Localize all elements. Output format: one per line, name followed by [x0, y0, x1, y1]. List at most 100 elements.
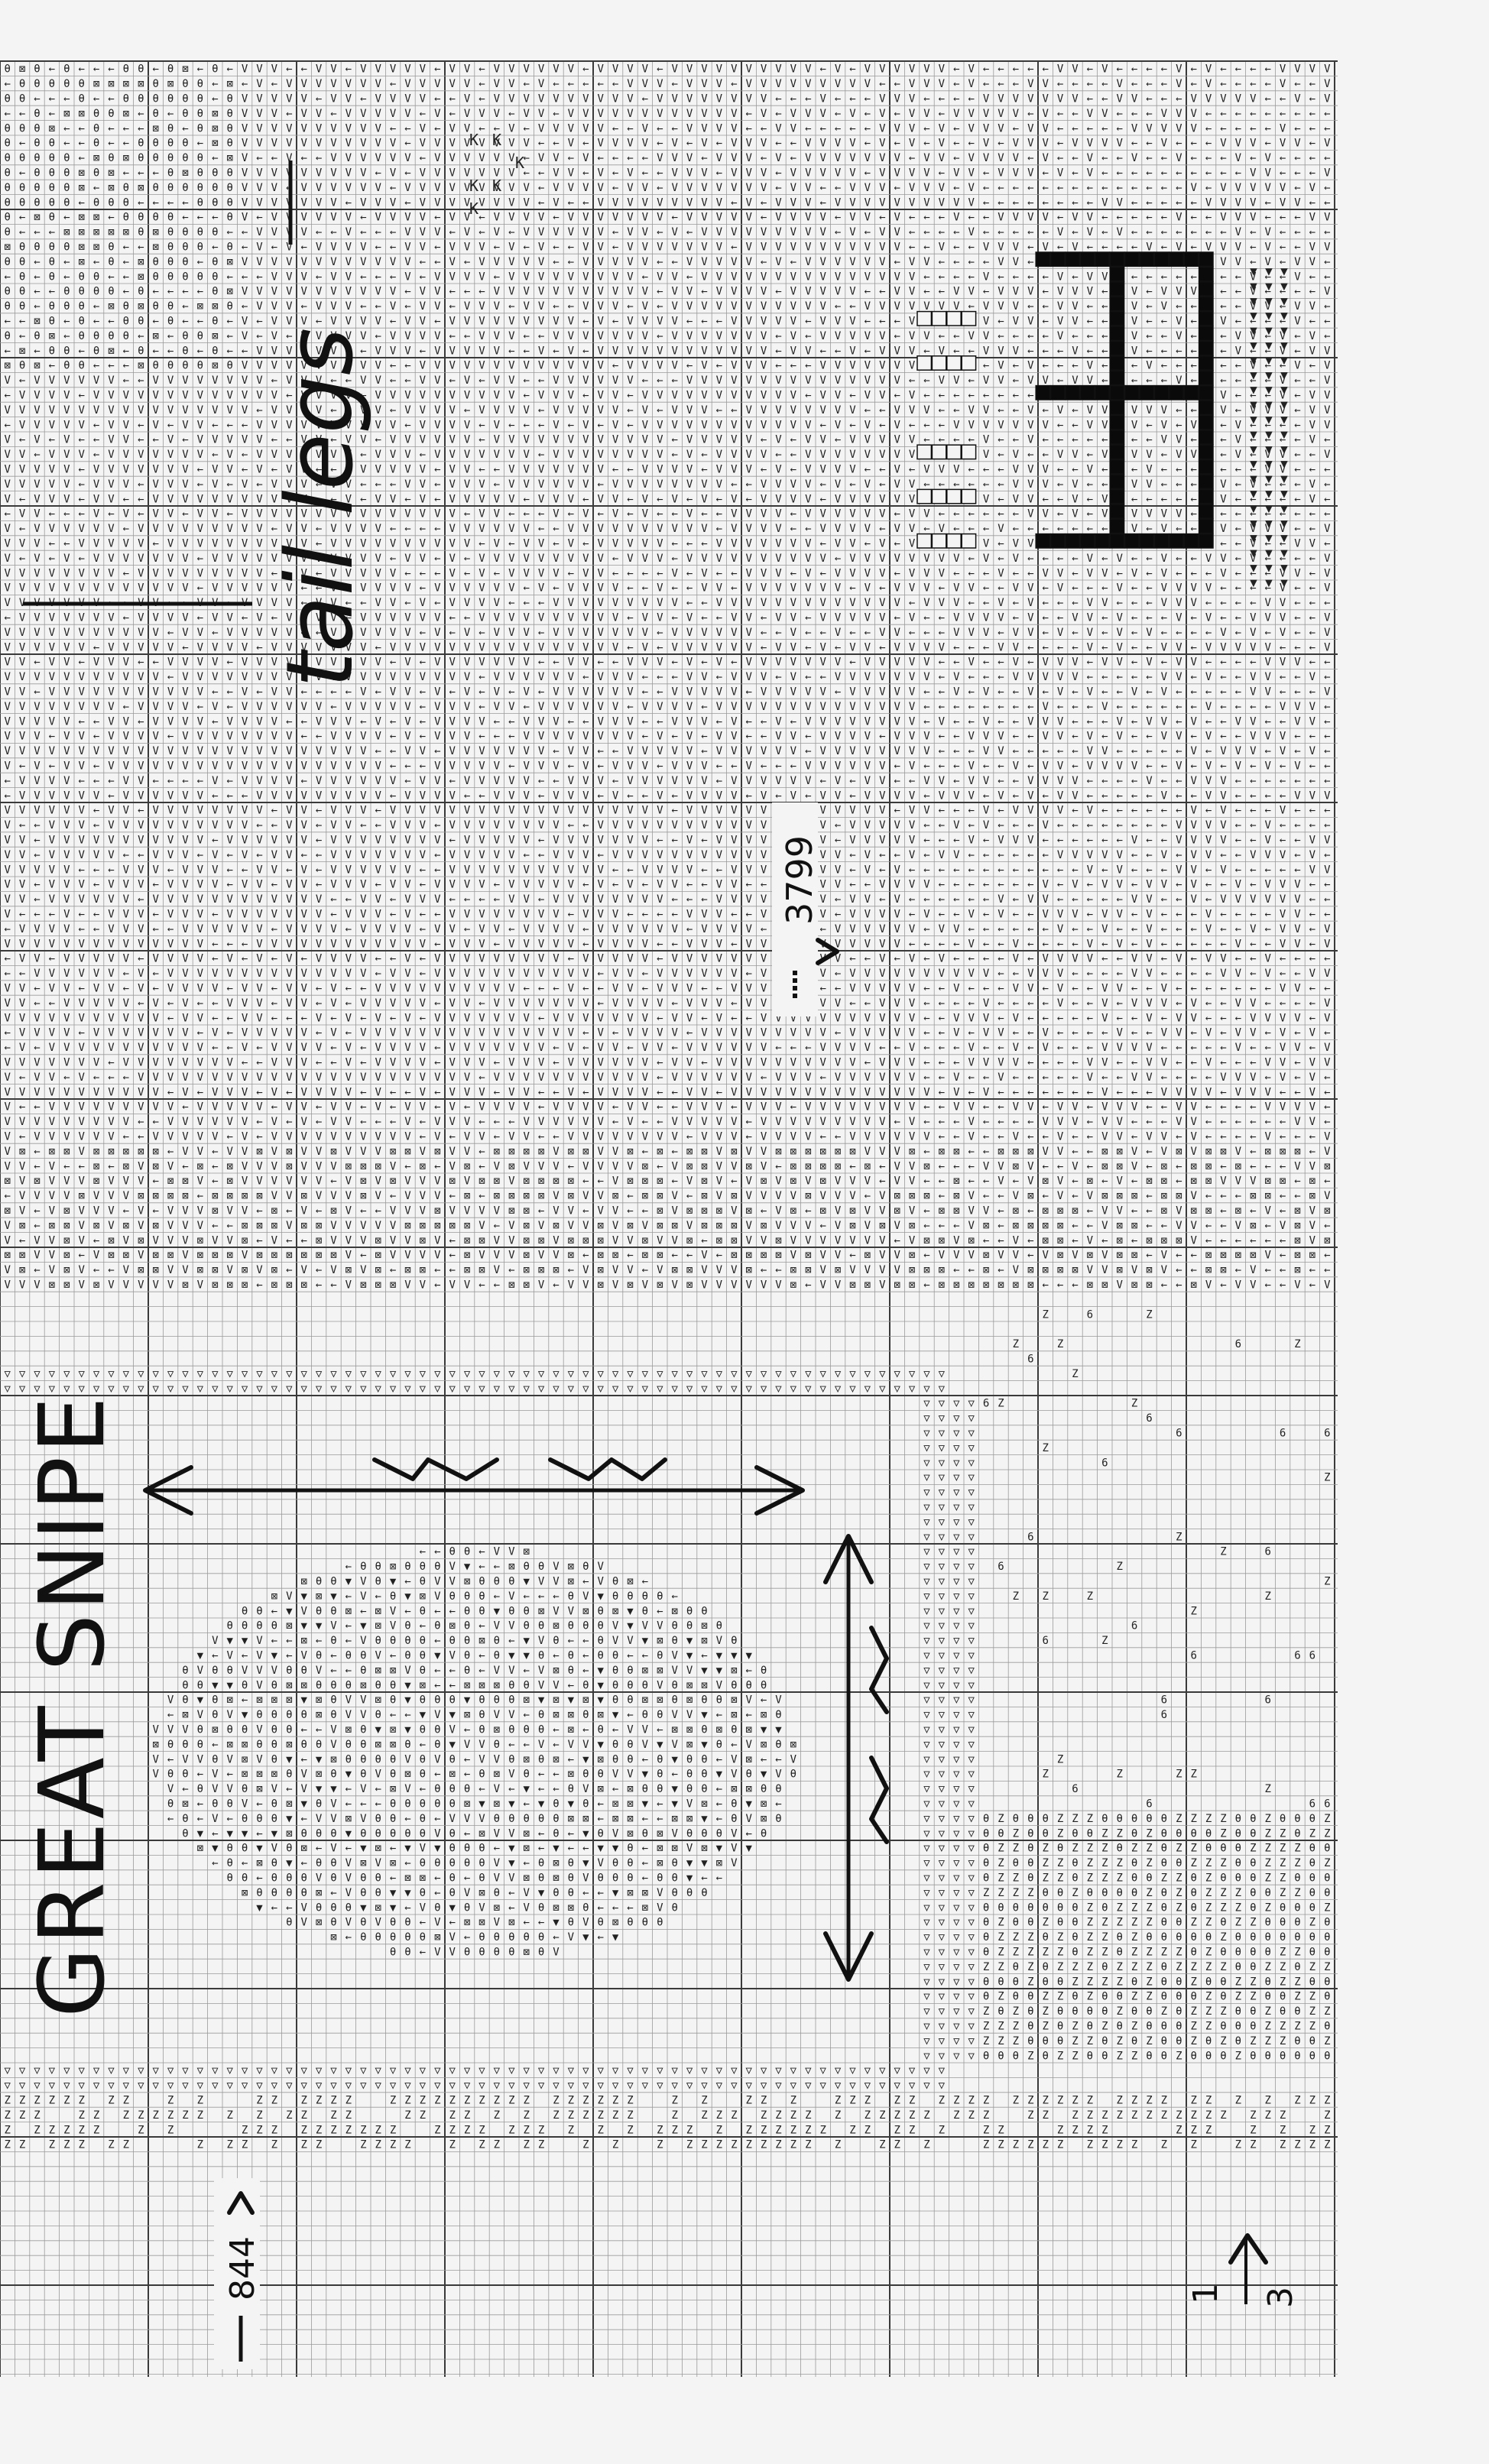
- svg-text:V: V: [375, 286, 381, 298]
- svg-text:V: V: [345, 271, 352, 283]
- svg-text:V: V: [849, 523, 856, 535]
- svg-text:V: V: [553, 641, 560, 653]
- thread-844-label: 844: [223, 2236, 262, 2300]
- svg-text:V: V: [671, 760, 678, 773]
- svg-text:V: V: [968, 789, 975, 802]
- svg-text:V: V: [612, 271, 619, 283]
- svg-text:θ: θ: [138, 138, 144, 150]
- svg-text:V: V: [256, 93, 263, 105]
- svg-text:V: V: [390, 390, 397, 402]
- svg-text:←: ←: [745, 108, 751, 120]
- svg-text:V: V: [360, 760, 367, 773]
- svg-text:V: V: [1250, 641, 1257, 653]
- svg-text:←: ←: [1101, 671, 1108, 683]
- svg-text:←: ←: [923, 226, 929, 238]
- svg-text:θ: θ: [197, 182, 203, 194]
- svg-text:V: V: [197, 745, 204, 757]
- svg-text:V: V: [478, 523, 485, 535]
- svg-text:←: ←: [998, 271, 1004, 283]
- svg-text:←: ←: [939, 582, 945, 595]
- svg-text:⊠: ⊠: [78, 242, 85, 254]
- svg-text:←: ←: [627, 567, 633, 579]
- svg-text:V: V: [242, 819, 248, 832]
- svg-text:V: V: [404, 93, 411, 105]
- svg-text:V: V: [568, 345, 575, 357]
- svg-text:V: V: [597, 805, 604, 817]
- svg-text:θ: θ: [4, 167, 10, 180]
- svg-text:←: ←: [998, 493, 1004, 505]
- svg-text:V: V: [835, 493, 842, 505]
- svg-text:V: V: [494, 374, 501, 387]
- svg-text:V: V: [494, 760, 501, 773]
- svg-text:V: V: [568, 627, 575, 639]
- svg-text:←: ←: [4, 775, 10, 787]
- svg-text:V: V: [300, 390, 307, 402]
- svg-text:V: V: [300, 449, 307, 461]
- svg-text:←: ←: [923, 478, 929, 491]
- svg-text:V: V: [434, 390, 441, 402]
- svg-text:V: V: [420, 835, 427, 847]
- svg-text:V: V: [508, 212, 515, 224]
- svg-text:V: V: [731, 167, 738, 180]
- svg-text:←: ←: [612, 226, 618, 238]
- svg-text:←: ←: [1101, 641, 1108, 653]
- svg-text:←: ←: [1057, 493, 1063, 505]
- svg-text:←: ←: [923, 789, 929, 802]
- svg-text:V: V: [34, 508, 41, 520]
- svg-text:←: ←: [1264, 63, 1270, 76]
- svg-text:V: V: [242, 508, 248, 520]
- svg-text:V: V: [775, 508, 782, 520]
- svg-text:V: V: [330, 330, 337, 342]
- svg-text:V: V: [835, 242, 842, 254]
- svg-text:θ: θ: [4, 152, 10, 164]
- svg-text:V: V: [597, 256, 604, 268]
- svg-text:V: V: [345, 286, 352, 298]
- svg-text:V: V: [330, 478, 337, 491]
- svg-text:V: V: [835, 657, 842, 669]
- svg-text:V: V: [865, 300, 871, 313]
- svg-text:V: V: [582, 122, 589, 135]
- svg-text:←: ←: [1072, 182, 1078, 194]
- svg-text:V: V: [1146, 775, 1153, 787]
- svg-text:←: ←: [390, 182, 396, 194]
- svg-text:←: ←: [1087, 701, 1093, 713]
- svg-text:V: V: [775, 63, 782, 76]
- svg-text:V: V: [404, 835, 411, 847]
- svg-text:V: V: [731, 390, 738, 402]
- svg-text:V: V: [805, 63, 812, 76]
- svg-text:←: ←: [1235, 582, 1241, 595]
- svg-text:V: V: [612, 715, 619, 728]
- svg-text:θ: θ: [152, 271, 158, 283]
- svg-text:V: V: [805, 775, 812, 787]
- svg-text:θ: θ: [182, 345, 188, 357]
- svg-text:V: V: [494, 582, 501, 595]
- svg-text:V: V: [449, 404, 456, 417]
- svg-text:θ: θ: [167, 152, 174, 164]
- svg-text:θ: θ: [93, 196, 99, 209]
- svg-text:←: ←: [242, 242, 248, 254]
- svg-text:←: ←: [1280, 760, 1286, 773]
- svg-text:V: V: [627, 538, 634, 550]
- svg-text:←: ←: [1057, 212, 1063, 224]
- svg-text:V: V: [686, 627, 693, 639]
- svg-text:V: V: [1264, 449, 1271, 461]
- svg-text:V: V: [78, 374, 85, 387]
- svg-text:V: V: [1087, 805, 1094, 817]
- svg-text:V: V: [775, 226, 782, 238]
- svg-text:V: V: [538, 612, 545, 624]
- svg-text:V: V: [494, 805, 501, 817]
- svg-text:V: V: [108, 819, 115, 832]
- svg-text:V: V: [819, 108, 826, 120]
- svg-text:←: ←: [953, 731, 959, 743]
- svg-text:←: ←: [1027, 523, 1033, 535]
- svg-text:V: V: [49, 805, 56, 817]
- svg-text:V: V: [271, 122, 278, 135]
- svg-text:←: ←: [1101, 523, 1108, 535]
- svg-text:V: V: [642, 701, 649, 713]
- svg-text:←: ←: [390, 553, 396, 565]
- svg-text:←: ←: [790, 256, 796, 268]
- thread-3799-marker: 3799: [772, 802, 839, 1016]
- svg-text:V: V: [316, 671, 323, 683]
- svg-text:V: V: [597, 612, 604, 624]
- svg-text:V: V: [701, 434, 708, 446]
